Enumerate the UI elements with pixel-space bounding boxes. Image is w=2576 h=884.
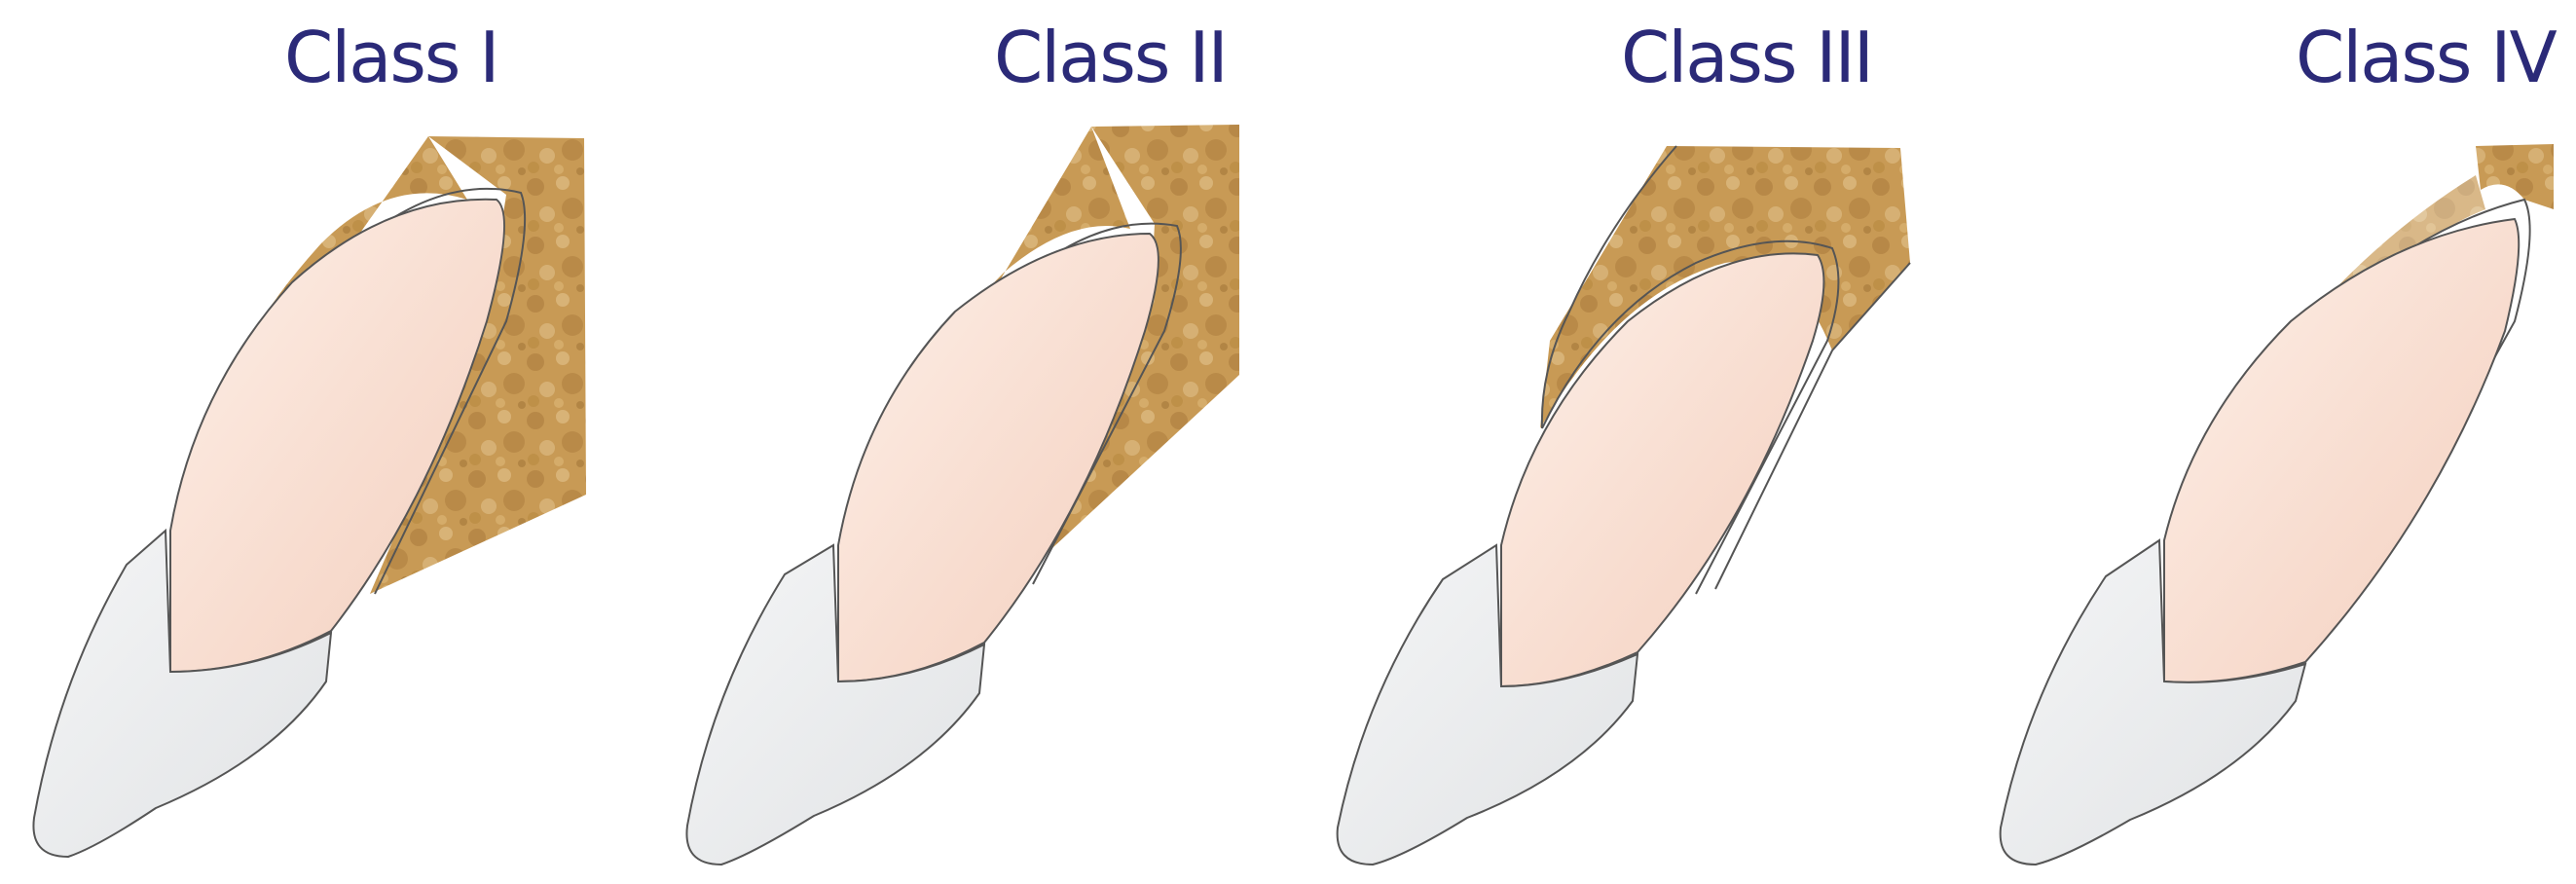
panel-class-2: Class II — [644, 0, 1287, 884]
tooth-diagram-class-3 — [1287, 0, 1931, 884]
panel-class-3: Class III — [1287, 0, 1931, 884]
root — [2164, 219, 2519, 682]
bone-palatal-thin — [2476, 144, 2554, 209]
root — [1501, 253, 1823, 686]
tooth-diagram-class-4 — [1931, 0, 2574, 884]
tooth-diagram-class-1 — [0, 0, 644, 884]
panel-class-1: Class I — [0, 0, 644, 884]
tooth-diagram-class-2 — [644, 0, 1287, 884]
panel-class-4: Class IV — [1931, 0, 2574, 884]
